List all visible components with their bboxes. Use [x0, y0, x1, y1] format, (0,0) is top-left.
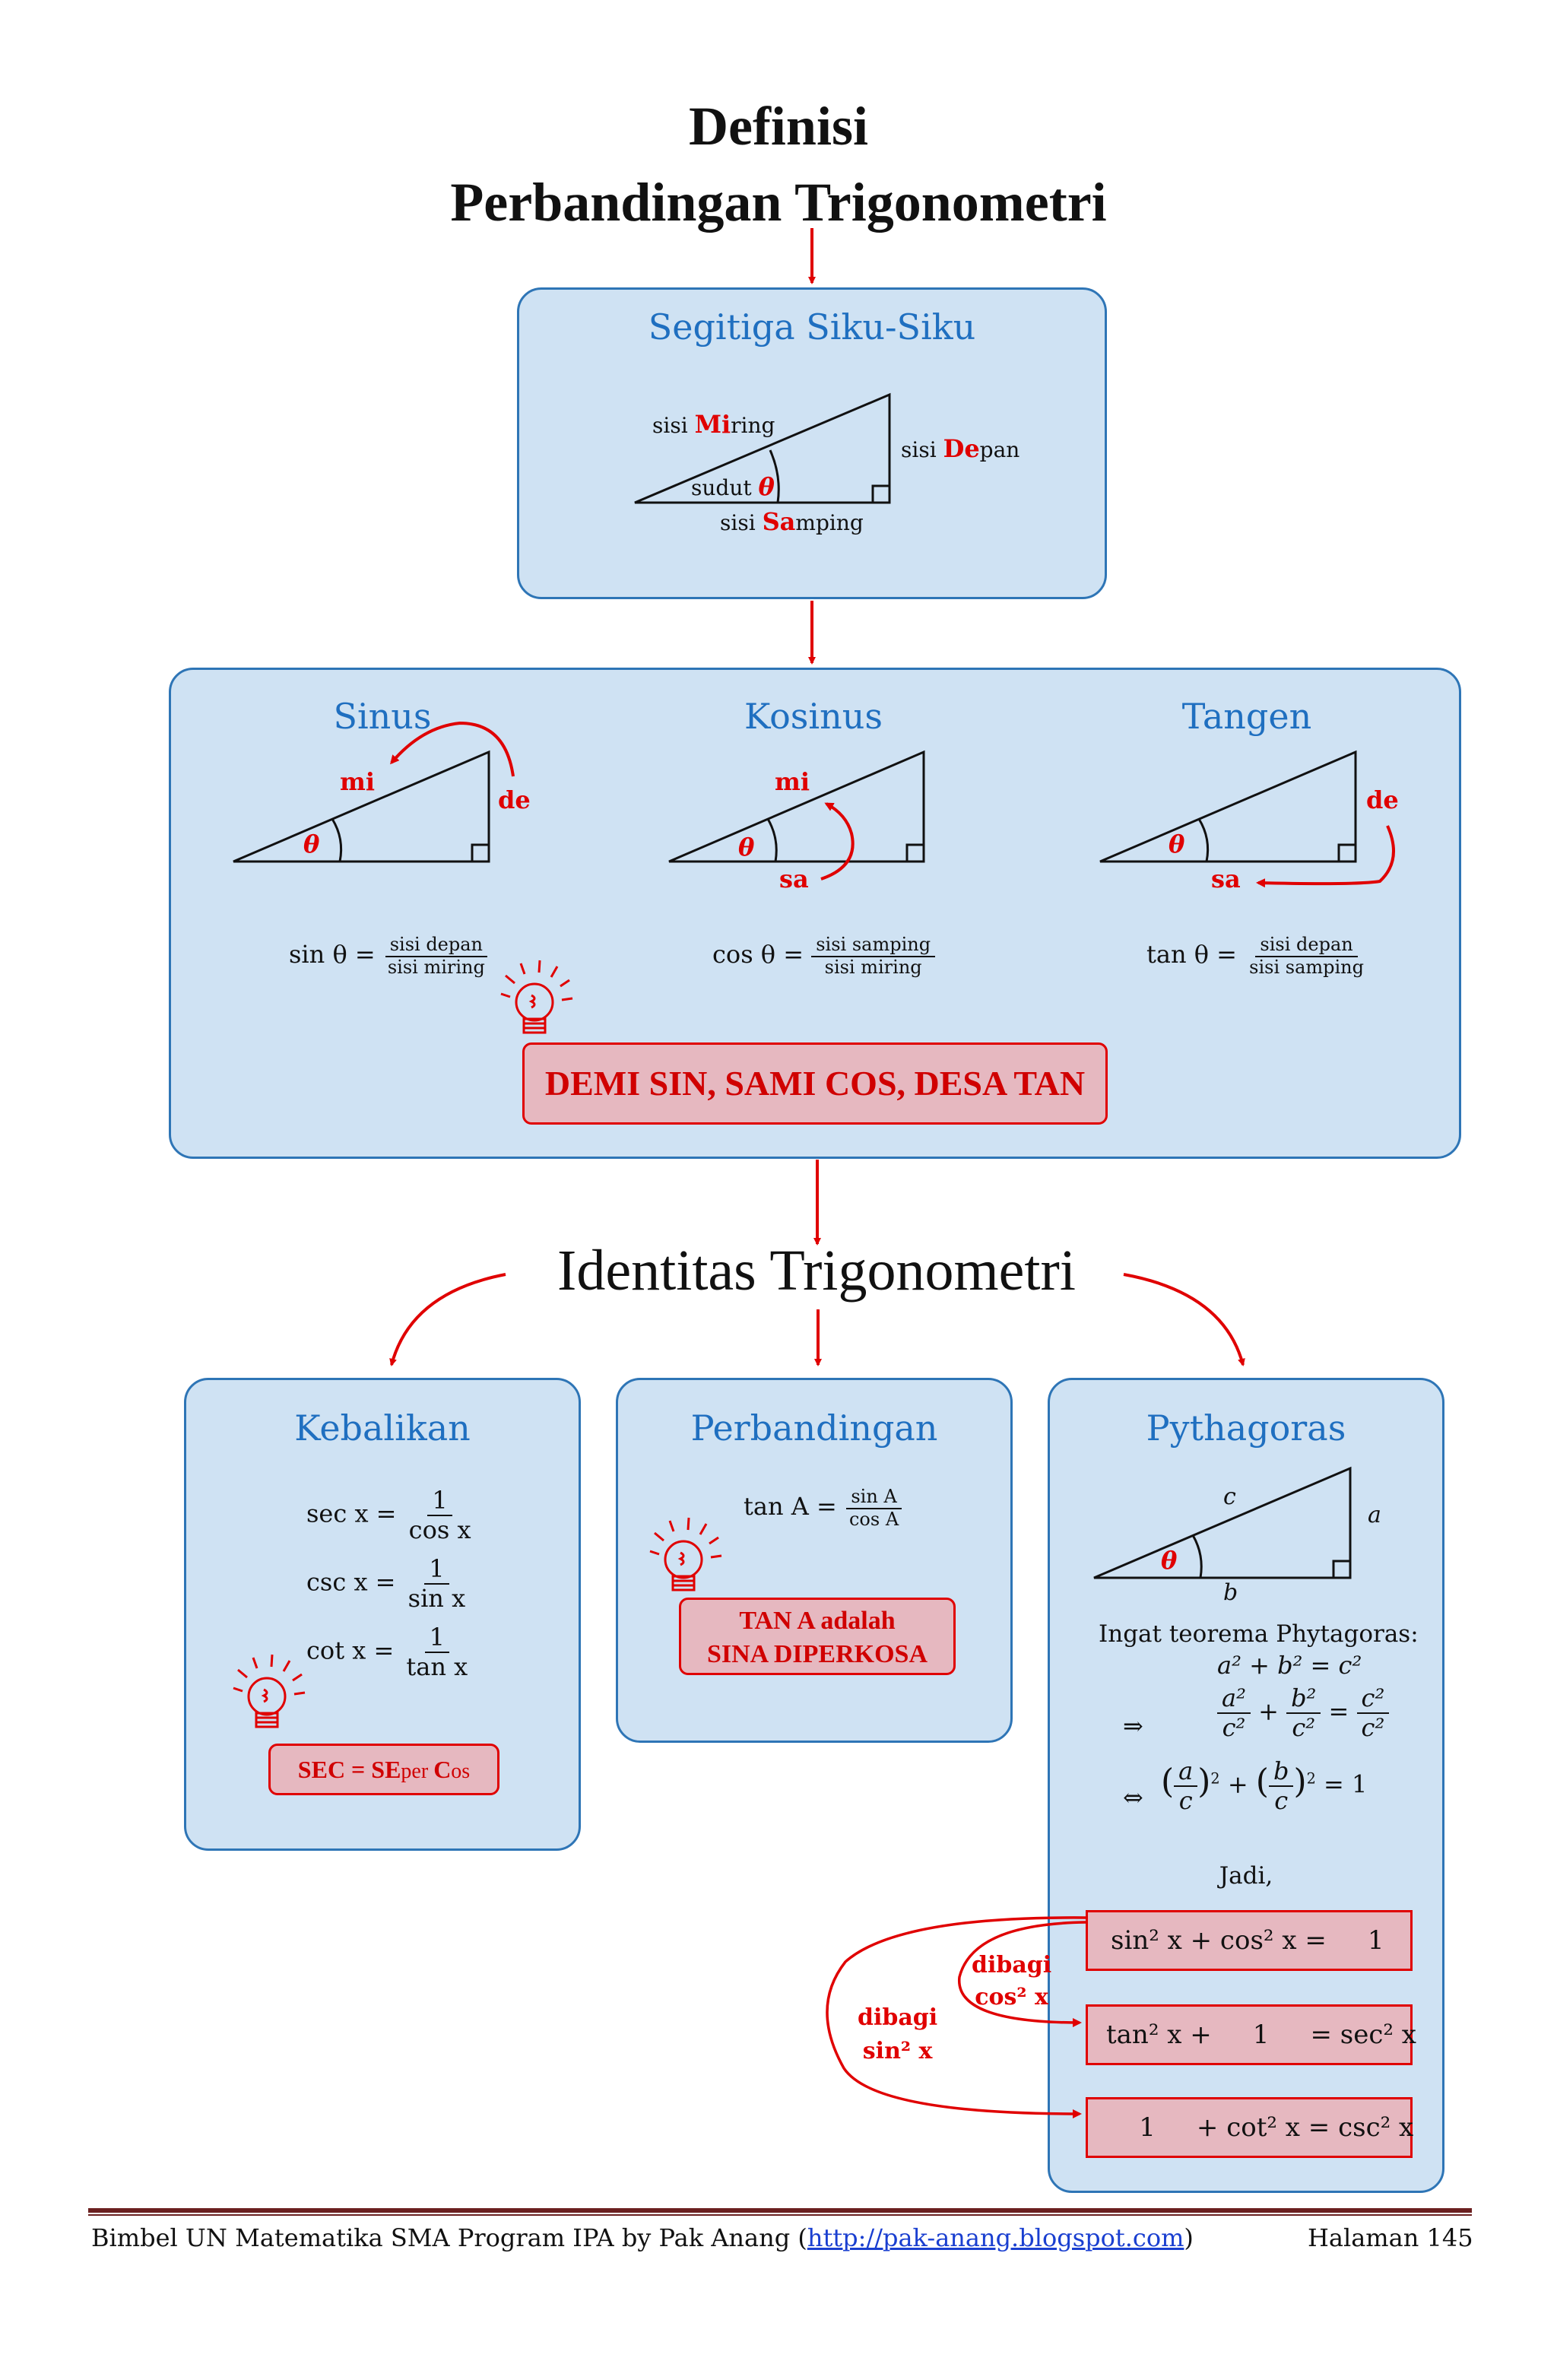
identity-cot-csc: 1 + cot² x = csc² x [1086, 2097, 1413, 2158]
sinus-theta: θ [303, 830, 320, 858]
arrow-to-pythagoras [1123, 1273, 1245, 1366]
sec-memo-box: SEC = SEper Cos [268, 1744, 499, 1795]
sinus-de: de [498, 785, 531, 814]
footer-credit: Bimbel UN Matematika SMA Program IPA by … [91, 2223, 1194, 2252]
page-title-line2: Perbandingan Trigonometri [450, 172, 1107, 233]
kebalikan-heading: Kebalikan [294, 1407, 471, 1449]
mnemonic-box: DEMI SIN, SAMI COS, DESA TAN [522, 1042, 1108, 1125]
jadi-text: Jadi, [1219, 1862, 1273, 1890]
lightbulb-icon [500, 960, 573, 1034]
label-b: b [1223, 1579, 1238, 1606]
footer-rule-thin [88, 2214, 1472, 2216]
label-sisi-samping: sisi Samping [720, 507, 864, 536]
dibagi-sin-label: dibagi sin² x [858, 2004, 938, 2064]
kosinus-theta: θ [738, 833, 755, 862]
tangen-theta: θ [1169, 830, 1185, 858]
pythagoras-theta: θ [1161, 1546, 1178, 1575]
pythagoras-triangle [1093, 1466, 1352, 1579]
identity-tan-sec: tan² x + 1 = sec² x [1086, 2004, 1416, 2065]
iff-symbol: ⇔ [1123, 1783, 1143, 1812]
lightbulb-icon [649, 1517, 722, 1591]
sinus-mi: mi [340, 767, 376, 796]
implies-symbol: ⇒ [1123, 1712, 1143, 1741]
tangen-heading: Tangen [1181, 696, 1312, 737]
label-sisi-depan: sisi Depan [901, 434, 1020, 463]
tangen-sa: sa [1211, 865, 1241, 893]
ingat-text: Ingat teorema Phytagoras: [1099, 1620, 1419, 1648]
sinus-heading: Sinus [333, 696, 432, 737]
perbandingan-heading: Perbandingan [690, 1407, 938, 1449]
dibagi-cos-label: dibagi cos² x [972, 1952, 1052, 2010]
identity-sin-cos: sin² x + cos² x = 1 [1086, 1910, 1413, 1971]
kosinus-sa: sa [779, 865, 809, 893]
page-number: Halaman 145 [1308, 2223, 1473, 2252]
page-title-line1: Definisi [688, 96, 868, 157]
label-sudut: sudut θ [691, 472, 775, 501]
tangen-triangle [1099, 750, 1395, 888]
lightbulb-icon [233, 1654, 306, 1728]
tangen-de: de [1366, 785, 1399, 814]
footer-link[interactable]: http://pak-anang.blogspot.com [807, 2223, 1184, 2252]
kosinus-triangle [668, 750, 925, 881]
ratios-box: Sinus Kosinus Tangen [169, 668, 1461, 1159]
segitiga-box: Segitiga Siku-Siku sisi Miring sisi Depa… [517, 287, 1107, 599]
arrow-to-kebalikan [389, 1273, 506, 1366]
label-sisi-miring: sisi Miring [652, 410, 775, 439]
segitiga-heading: Segitiga Siku-Siku [648, 306, 976, 347]
tan-memo-box: TAN A adalah SINA DIPERKOSA [679, 1598, 956, 1675]
kosinus-heading: Kosinus [744, 696, 883, 737]
label-c: c [1223, 1484, 1236, 1510]
pythagoras-heading: Pythagoras [1146, 1407, 1346, 1449]
label-a: a [1368, 1502, 1381, 1528]
identitas-title: Identitas Trigonometri [557, 1239, 1076, 1303]
eq-pythagoras: a² + b² = c² [1217, 1651, 1362, 1680]
sinus-triangle [233, 721, 515, 863]
right-triangle [634, 392, 891, 504]
footer-rule [88, 2208, 1472, 2213]
ratio-triangles [233, 721, 1395, 1034]
kosinus-mi: mi [775, 767, 810, 796]
